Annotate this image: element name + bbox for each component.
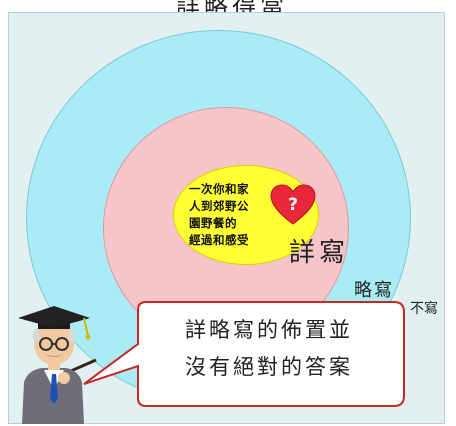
topic-line: 人到郊野公 xyxy=(189,199,249,213)
topic-line: 園野餐的 xyxy=(189,216,237,230)
topic-line: 一次你和家 xyxy=(189,182,249,196)
callout-line: 詳略寫的佈置並 xyxy=(185,318,353,342)
label-omit: 不寫 xyxy=(410,301,438,317)
callout-line: 沒有絕對的答案 xyxy=(185,355,353,379)
topic-text: 一次你和家 人到郊野公 園野餐的 經過和感受 xyxy=(189,181,277,249)
heart-question-icon: ? xyxy=(270,184,316,225)
inner-ring-detailed xyxy=(173,165,319,265)
professor-icon xyxy=(18,306,97,424)
label-brief: 略寫 xyxy=(354,280,394,301)
speech-bubble xyxy=(83,301,405,407)
label-detailed: 詳寫 xyxy=(289,238,350,268)
callout-text: 詳略寫的佈置並 沒有絕對的答案 xyxy=(138,312,400,386)
heart-symbol: ? xyxy=(288,195,298,215)
topic-line: 經過和感受 xyxy=(189,233,249,247)
